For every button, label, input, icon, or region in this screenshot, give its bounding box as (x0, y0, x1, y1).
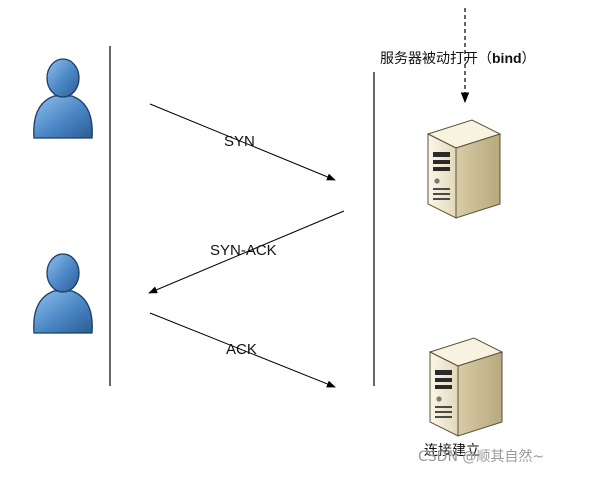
watermark: CSDN @顺其自然~ (418, 449, 545, 465)
client-user-icon-bottom (33, 253, 93, 334)
connection-established-label: 连接建立 (424, 443, 480, 459)
note-keyword: bind (492, 50, 522, 66)
note-suffix: ） (521, 51, 536, 67)
note-prefix: 服务器被动打开（ (380, 51, 492, 67)
syn-ack-arrow (148, 210, 345, 294)
ack-arrow (149, 312, 336, 388)
server-icon-top (427, 119, 501, 219)
syn-arrow (149, 103, 336, 181)
client-user-icon-top (33, 58, 93, 139)
syn-label: SYN (224, 133, 255, 150)
server-passive-open-note: 服务器被动打开（bind） (380, 48, 536, 68)
ack-label: ACK (226, 341, 257, 358)
syn-ack-label: SYN-ACK (210, 242, 277, 259)
server-icon-bottom (429, 337, 503, 437)
